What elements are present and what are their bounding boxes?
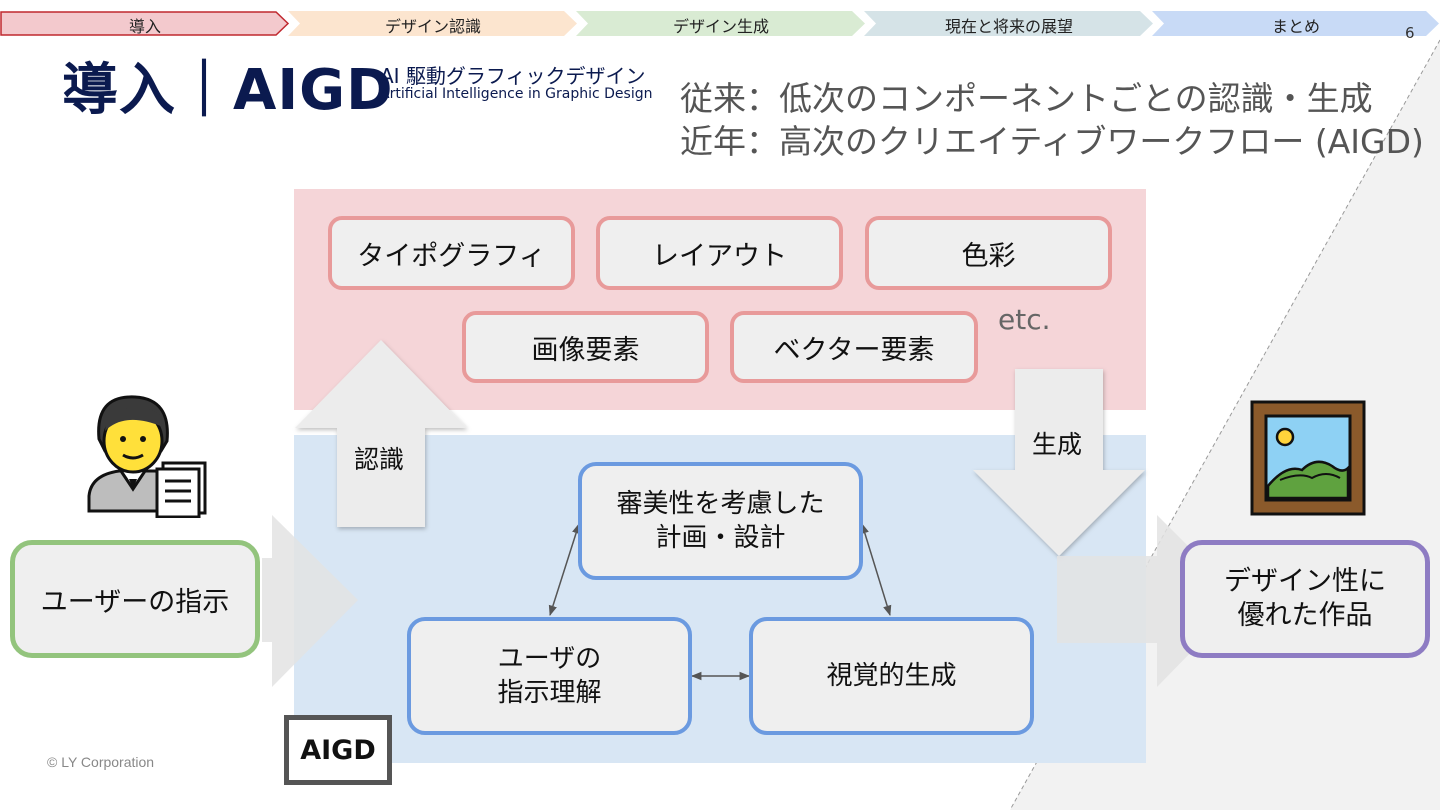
aigd-badge: AIGD xyxy=(284,715,392,785)
framed-picture-icon xyxy=(1250,400,1366,516)
header-line-conventional: 従来：低次のコンポーネントごとの認識・生成 xyxy=(680,79,1373,118)
connector-plan-visual xyxy=(860,522,892,617)
plan-line-2: 計画・設計 xyxy=(655,523,786,553)
tab-outlook[interactable]: 現在と将来の展望 xyxy=(864,11,1154,36)
component-layout: レイアウト xyxy=(596,216,843,290)
plan-line-1: 審美性を考慮した xyxy=(616,489,825,519)
user-instruction-box: ユーザーの指示 xyxy=(10,540,260,658)
plan-design-box: 審美性を考慮した 計画・設計 xyxy=(578,462,863,580)
tab-label: 導入 xyxy=(128,17,161,36)
tab-label: デザイン認識 xyxy=(384,17,481,36)
recognize-arrow xyxy=(295,340,467,527)
header-line-recent: 近年：高次のクリエイティブワークフロー (AIGD) xyxy=(680,122,1424,161)
tab-intro[interactable]: 導入 xyxy=(0,11,290,36)
tab-label: デザイン生成 xyxy=(672,17,769,36)
tab-design-generation[interactable]: デザイン生成 xyxy=(576,11,866,36)
etc-label: etc. xyxy=(998,303,1051,336)
component-vector-elements: ベクター要素 xyxy=(730,311,978,383)
output-line-1: デザイン性に xyxy=(1224,566,1386,597)
input-arrow xyxy=(262,515,358,687)
recognize-label: 認識 xyxy=(354,445,405,474)
component-color: 色彩 xyxy=(865,216,1112,290)
output-work-box: デザイン性に 優れた作品 xyxy=(1180,540,1430,658)
slide-title: 導入｜AIGD xyxy=(62,58,394,123)
visual-generation-box: 視覚的生成 xyxy=(749,617,1034,735)
slide-number: 6 xyxy=(1405,24,1415,42)
connector-understand-plan xyxy=(548,522,581,617)
generate-arrow xyxy=(973,369,1145,556)
tab-label: 現在と将来の展望 xyxy=(944,17,1073,36)
output-line-2: 優れた作品 xyxy=(1237,600,1373,631)
copyright: © LY Corporation xyxy=(47,754,155,770)
title-subtitle-en: Artificial Intelligence in Graphic Desig… xyxy=(380,86,653,102)
tab-summary[interactable]: まとめ xyxy=(1152,11,1440,36)
understand-line-2: 指示理解 xyxy=(497,678,602,708)
component-typography: タイポグラフィ xyxy=(328,216,575,290)
tab-design-recognition[interactable]: デザイン認識 xyxy=(288,11,578,36)
tab-label: まとめ xyxy=(1271,17,1320,36)
title-subtitle-jp: AI 駆動グラフィックデザイン xyxy=(380,64,646,88)
generate-label: 生成 xyxy=(1032,430,1083,459)
component-image-elements: 画像要素 xyxy=(462,311,709,383)
understand-line-1: ユーザの xyxy=(497,644,602,674)
understand-instruction-box: ユーザの 指示理解 xyxy=(407,617,692,735)
person-with-document-icon xyxy=(87,395,207,518)
